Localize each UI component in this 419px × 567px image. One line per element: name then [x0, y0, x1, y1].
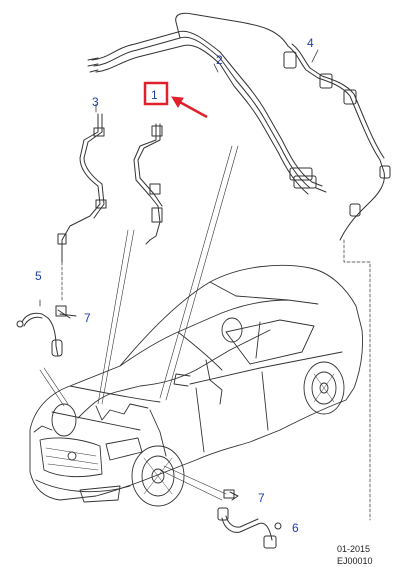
callout-3: 3 [92, 95, 99, 109]
part-6-sensor-harness-rear [217, 489, 282, 549]
diagram-reference: EJ00010 [337, 556, 373, 566]
callout-1: 1 [151, 88, 158, 102]
car-outline [29, 264, 363, 507]
part-1-brake-hose [133, 123, 163, 245]
callout-4: 4 [307, 36, 314, 50]
part-5-sensor-harness [16, 299, 77, 357]
callout-7-upper: 7 [84, 311, 91, 325]
callout-2: 2 [216, 53, 223, 67]
part-4-brake-line-right [283, 43, 391, 521]
callout-5: 5 [35, 269, 42, 283]
diagram-date: 01-2015 [337, 544, 371, 554]
callout-7-lower: 7 [258, 491, 265, 505]
part-2-brake-lines [87, 12, 327, 195]
leader-lines [39, 145, 239, 501]
callout-6: 6 [292, 521, 299, 535]
part-3-brake-pipe [57, 103, 107, 301]
highlight-marker [143, 81, 208, 119]
